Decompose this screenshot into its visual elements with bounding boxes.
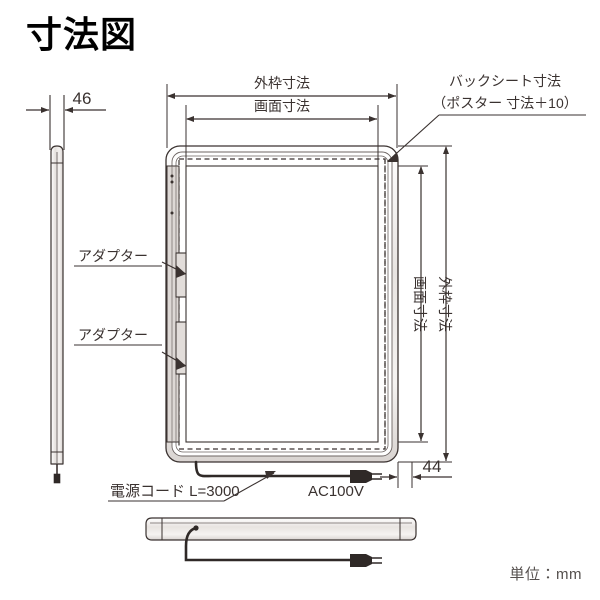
depth-dimension-44: 44 bbox=[380, 457, 452, 488]
adapter-block-lower bbox=[161, 321, 187, 375]
backsheet-label-line2: （ポスター 寸法＋10） bbox=[432, 95, 577, 111]
bottom-section-view bbox=[145, 517, 417, 567]
top-dimensions: 外枠寸法 画面寸法 bbox=[166, 75, 398, 166]
power-cord-callout: 電源コード L=3000 AC100V bbox=[108, 471, 364, 502]
power-cord bbox=[194, 460, 354, 478]
adapter-lower-label: アダプター bbox=[78, 327, 148, 343]
adapter-upper-label: アダプター bbox=[78, 248, 148, 264]
screen-top-label: 画面寸法 bbox=[254, 98, 310, 114]
backsheet-label-line1: バックシート寸法 bbox=[449, 73, 561, 89]
voltage-label: AC100V bbox=[308, 483, 364, 500]
unit-note: 単位：mm bbox=[509, 566, 582, 583]
adapter-callout-upper: アダプター bbox=[74, 248, 162, 267]
dimension-44-label: 44 bbox=[423, 457, 442, 476]
outer-frame-top-label: 外枠寸法 bbox=[254, 75, 310, 91]
adapter-callout-lower: アダプター bbox=[74, 327, 162, 346]
page-title: 寸法図 bbox=[26, 14, 138, 55]
side-profile-view: 46 bbox=[26, 89, 106, 484]
dimension-46-label: 46 bbox=[73, 89, 92, 108]
outer-frame-right-label: 外枠寸法 bbox=[437, 276, 453, 332]
front-frame-view bbox=[161, 145, 399, 483]
power-cord-label: 電源コード L=3000 bbox=[110, 483, 240, 500]
adapter-block-upper bbox=[161, 252, 187, 298]
screen-opening bbox=[185, 165, 379, 443]
right-dimensions: 外枠寸法 画面寸法 bbox=[398, 145, 453, 463]
backsheet-callout: バックシート寸法 （ポスター 寸法＋10） bbox=[387, 73, 586, 162]
screen-right-label: 画面寸法 bbox=[412, 276, 428, 332]
